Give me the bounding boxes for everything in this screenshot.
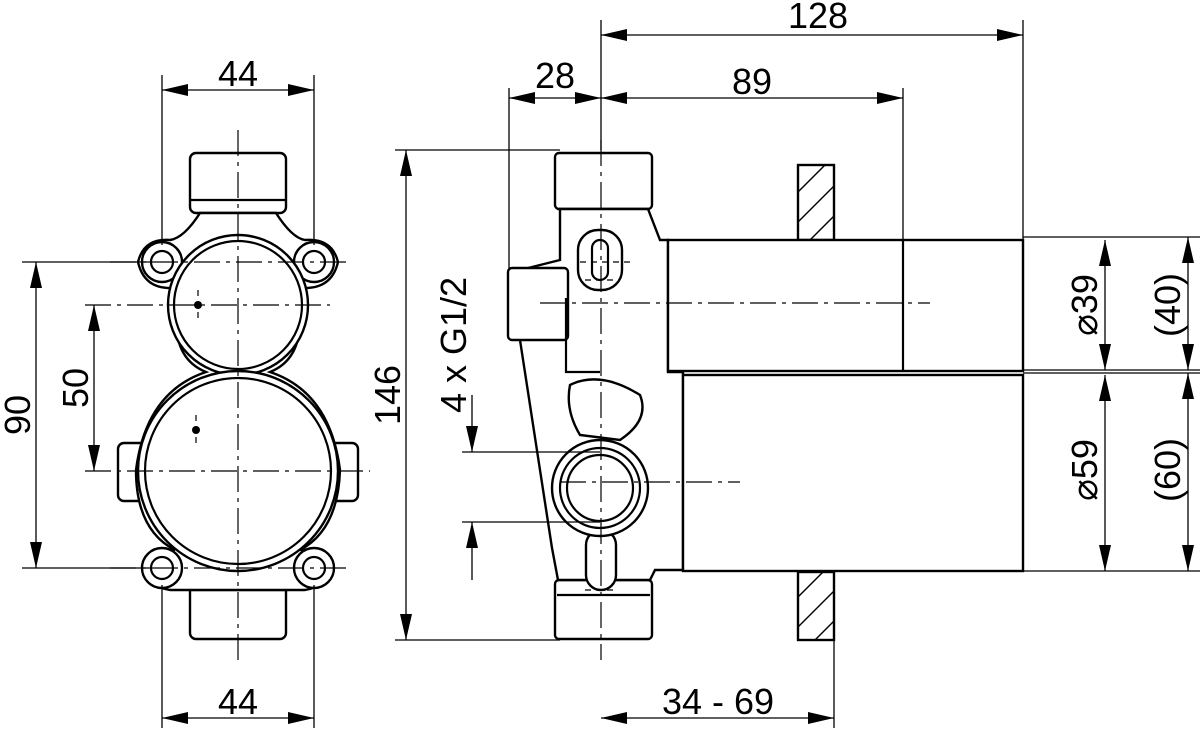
side-thread-spec-label: 4 x G1/2	[433, 277, 474, 413]
lower-size-label: (60)	[1147, 438, 1188, 502]
front-height-outer-label: 90	[0, 395, 38, 435]
upper-diameter-label: ⌀39	[1064, 274, 1105, 336]
side-view: 128 28 89 146 4 x G1/2 34 - 69	[367, 0, 1200, 728]
front-width-bottom-label: 44	[218, 681, 258, 722]
upper-size-label: (40)	[1147, 273, 1188, 337]
lower-diameter-label: ⌀59	[1064, 439, 1105, 501]
front-view: 44 44 90 50	[0, 53, 370, 728]
side-front-offset-label: 28	[535, 55, 575, 96]
front-width-top-label: 44	[218, 53, 258, 94]
side-total-depth-label: 128	[788, 0, 848, 36]
front-height-inner-label: 50	[55, 368, 96, 408]
side-height-label: 146	[367, 365, 408, 425]
side-depth-to-wall-label: 89	[732, 61, 772, 102]
side-install-range-label: 34 - 69	[662, 681, 774, 722]
